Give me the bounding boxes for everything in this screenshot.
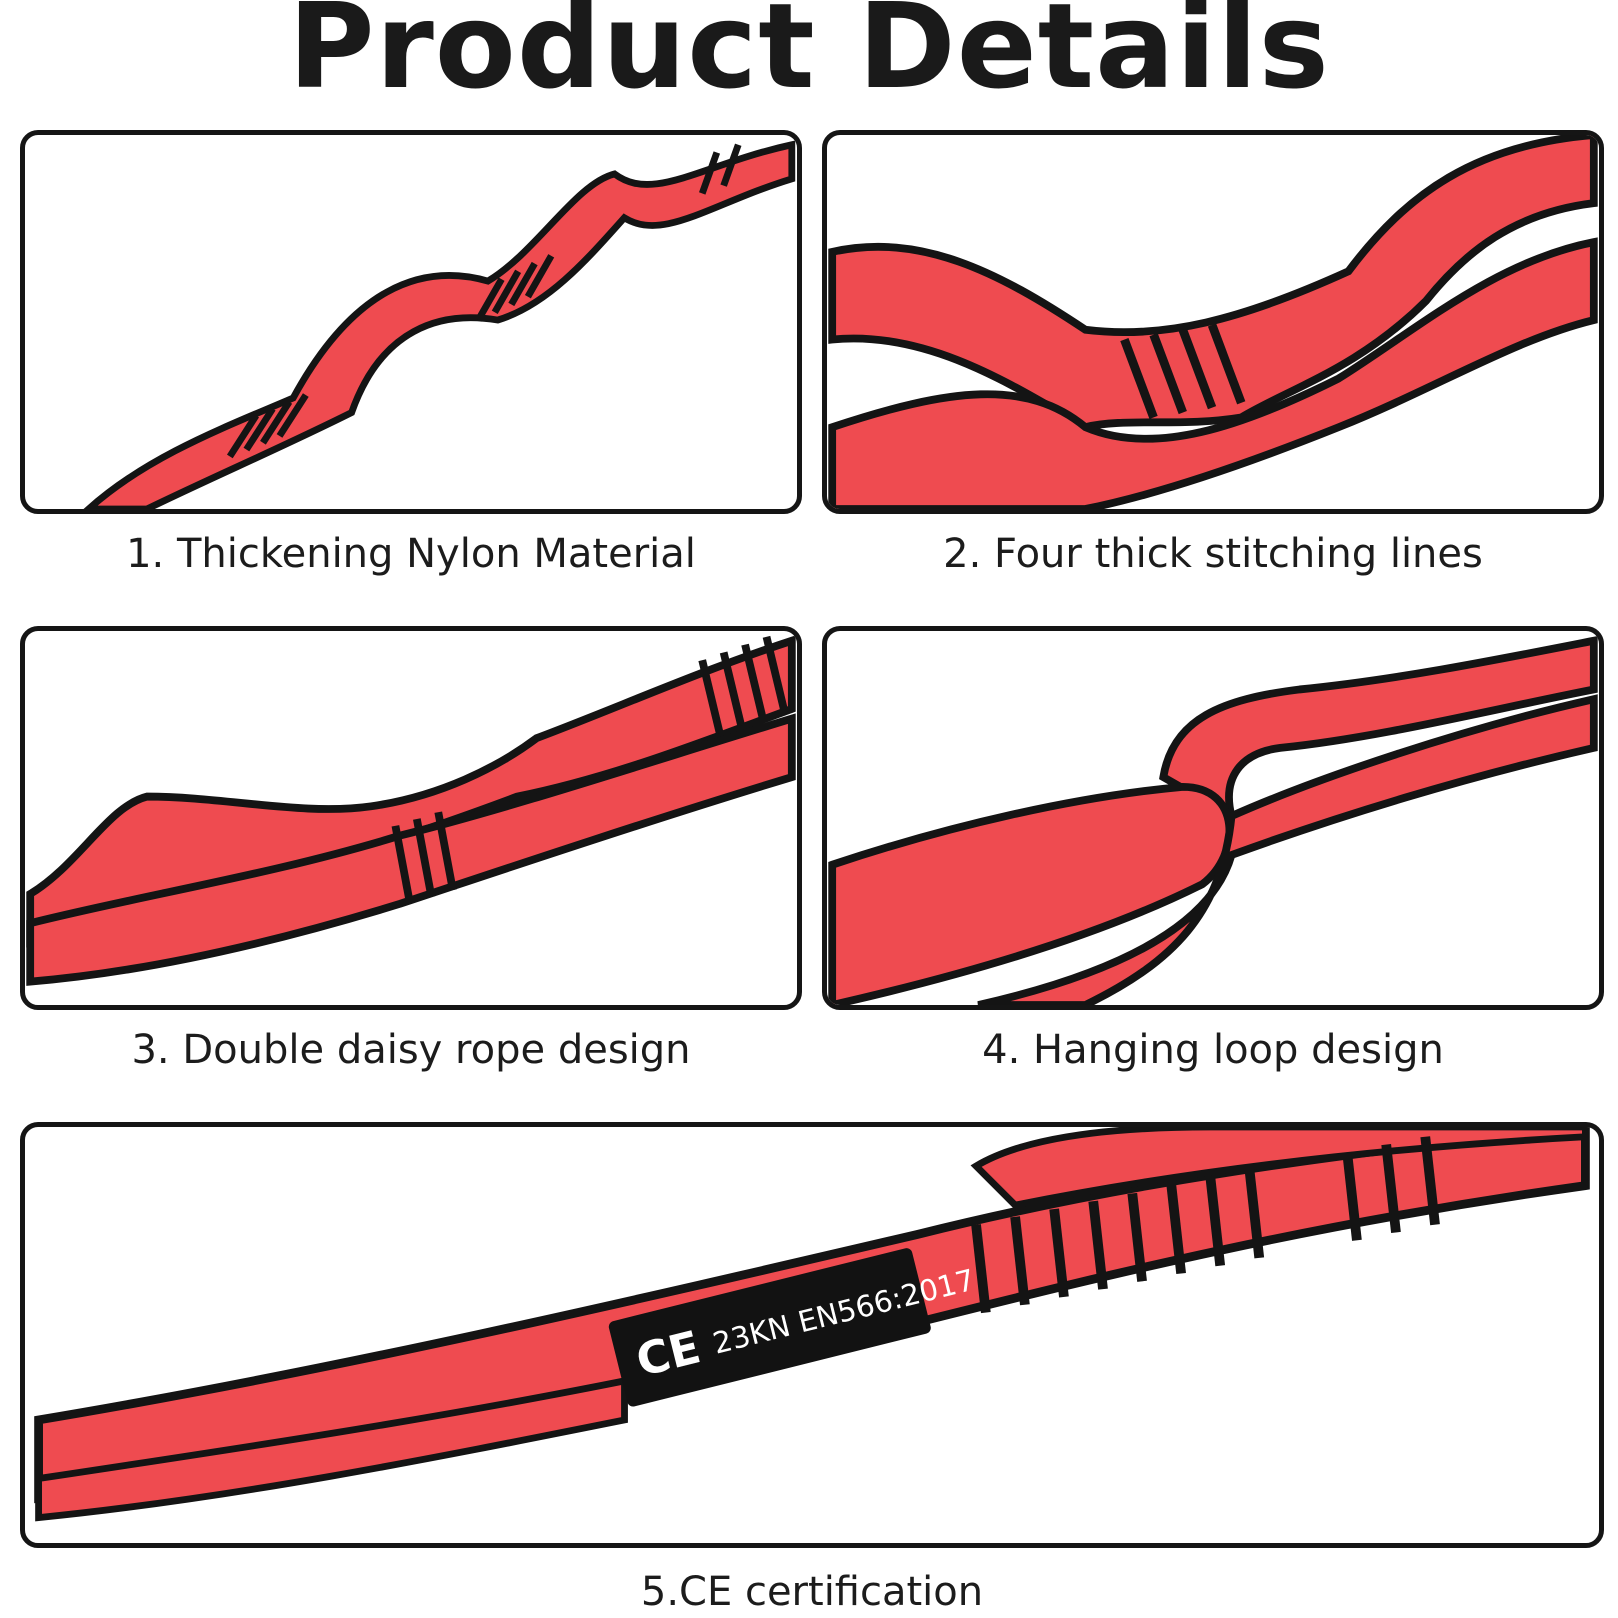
detail-photo-ce-certification: CE 23KN EN566:2017 xyxy=(20,1122,1604,1548)
strap-body xyxy=(83,140,796,509)
ce-label-background xyxy=(608,1248,931,1407)
detail-photo-stitching-lines xyxy=(822,130,1604,514)
detail-photo-nylon-material xyxy=(20,130,802,514)
strap-illustration xyxy=(828,135,1598,509)
strap-body-lower xyxy=(35,1376,628,1522)
strap-body-back xyxy=(970,1127,1589,1209)
strap-illustration: CE 23KN EN566:2017 xyxy=(34,1127,1590,1522)
stitching-lines xyxy=(971,1136,1440,1314)
stitching-lines xyxy=(226,143,742,459)
caption-ce-certification: 5.CE certification xyxy=(640,1569,984,1615)
detail-photo-hanging-loop xyxy=(822,626,1604,1010)
strap-illustration xyxy=(828,636,1598,1005)
caption-hanging-loop: 4. Hanging loop design xyxy=(982,1027,1444,1073)
caption-stitching-lines: 2. Four thick stitching lines xyxy=(943,531,1483,577)
page-title: Product Details xyxy=(288,0,1330,115)
stitching-lines xyxy=(391,635,788,905)
stitching-lines xyxy=(1120,323,1246,419)
strap-body-lower xyxy=(26,713,796,986)
loop-left xyxy=(828,782,1234,1005)
strap-illustration xyxy=(83,140,796,509)
strap-illustration xyxy=(26,635,796,986)
caption-double-daisy: 3. Double daisy rope design xyxy=(131,1027,691,1073)
strap-body-upper xyxy=(828,135,1598,432)
loop-right xyxy=(977,694,1598,1005)
loop-upper xyxy=(1159,636,1598,824)
strap-body-lower xyxy=(828,237,1598,509)
caption-nylon-material: 1. Thickening Nylon Material xyxy=(126,531,696,577)
detail-photo-double-daisy xyxy=(20,626,802,1010)
